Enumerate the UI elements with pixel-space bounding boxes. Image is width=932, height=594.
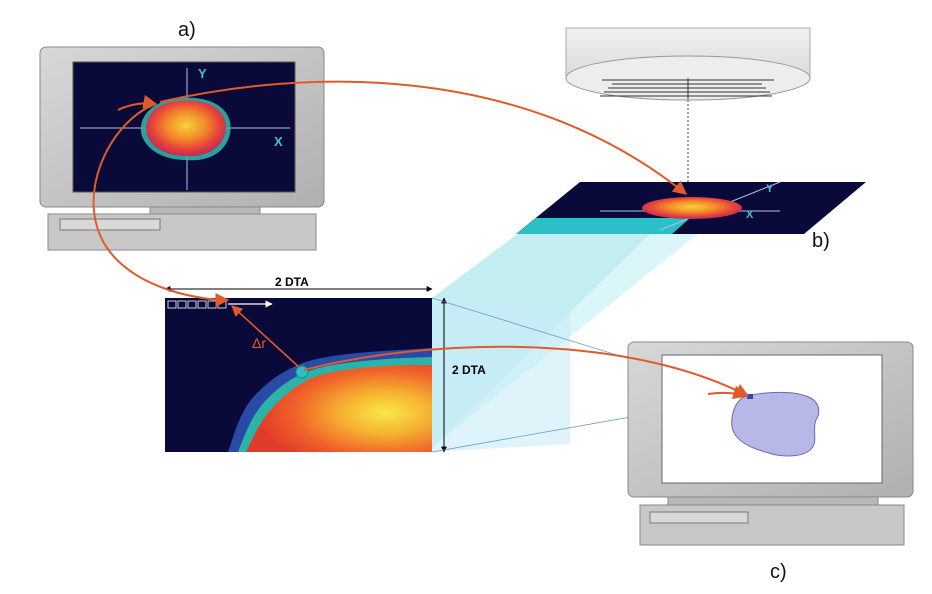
plane-b-y-label: Y [766, 183, 774, 195]
plane-b-dose-blob [642, 197, 742, 219]
monitor-c-base [639, 504, 905, 546]
monitor-a-x-label: X [274, 134, 283, 149]
zoom-side-face [432, 298, 570, 452]
zoom-panel: Δr 2 DTA 2 DTA [164, 275, 570, 453]
plane-b-x-label: X [746, 209, 754, 221]
monitor-a-dose-blob [146, 100, 226, 157]
arrow-a-loop [92, 103, 230, 307]
zoom-contour-inner [246, 365, 432, 452]
monitor-c-drive-slot [649, 511, 749, 524]
monitor-a-neck [149, 206, 261, 215]
dim-right-label: 2 DTA [452, 363, 486, 377]
monitor-a: Y X [39, 46, 325, 251]
arrow-loop-start [117, 94, 158, 111]
monitor-a-y-label: Y [198, 66, 207, 81]
monitor-c [627, 341, 914, 546]
delta-r-arrow [231, 305, 301, 369]
evaluation-point [295, 365, 309, 379]
arrow-a-to-b [159, 80, 688, 195]
panel-label-b: b) [812, 230, 830, 252]
pixel-grid [167, 300, 227, 309]
arrow-c-approach [707, 385, 748, 400]
monitor-c-contour [731, 391, 820, 457]
arrow-zoom-to-c [303, 345, 750, 397]
monitor-c-neck [667, 496, 879, 506]
linac-head [565, 27, 811, 186]
panel-label-c: c) [770, 561, 787, 583]
plane-b-cyan-region [516, 218, 690, 234]
monitor-a-drive-slot [59, 218, 161, 231]
monitor-c-point-marker [747, 394, 753, 399]
mlc-leaves [600, 78, 774, 99]
panel-label-a: a) [178, 19, 196, 41]
monitor-a-base [47, 213, 317, 251]
dim-top-label: 2 DTA [275, 275, 309, 289]
delta-r-label: Δr [252, 335, 266, 351]
